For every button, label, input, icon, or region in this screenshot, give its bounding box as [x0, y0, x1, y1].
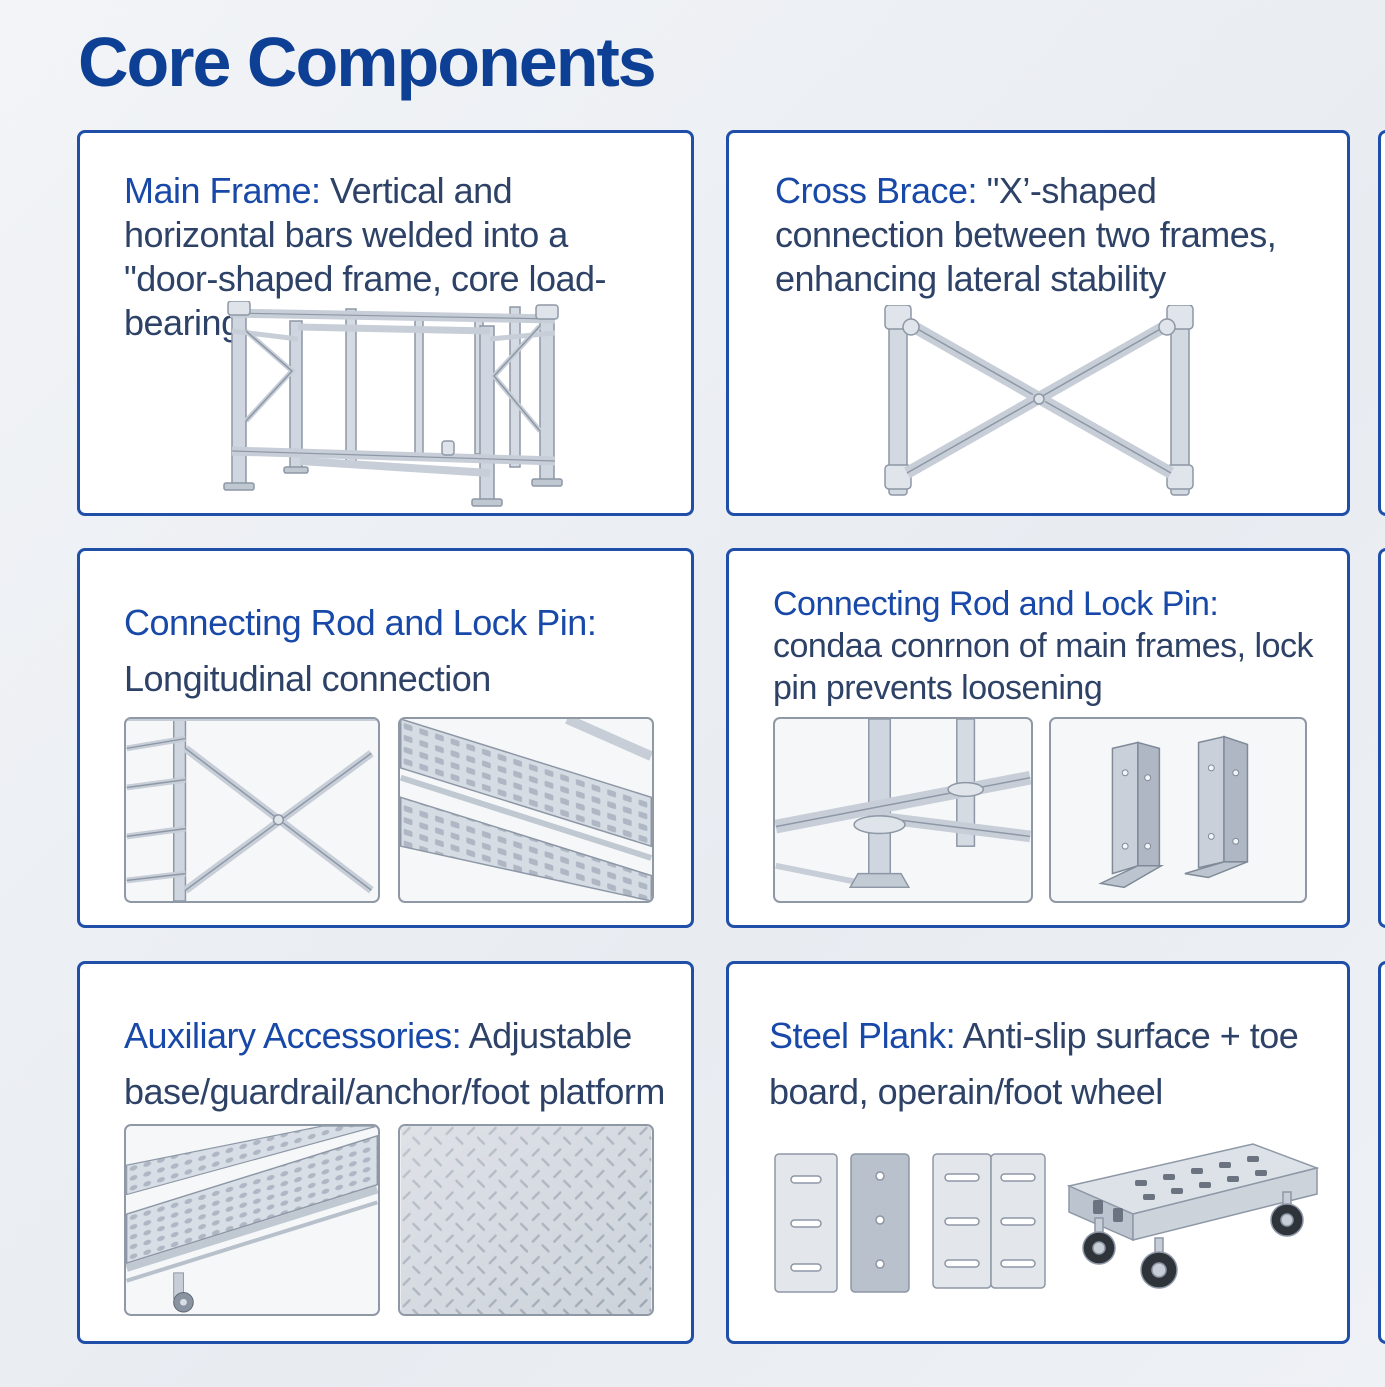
card-main-frame: Main Frame: Vertical and horizontal bars… — [77, 130, 694, 516]
card-description: Connecting Rod and Lock Pin: condaa conr… — [773, 583, 1333, 709]
card-cross-brace: Cross Brace: "X’-shaped connection betwe… — [726, 130, 1350, 516]
cross-brace-illustration — [884, 305, 1194, 496]
card-description: Connecting Rod and Lock Pin: Longitudina… — [124, 595, 669, 707]
card-auxiliary-accessories: Auxiliary Accessories: Adjustable base/g… — [77, 961, 694, 1344]
partial-card-edge — [1378, 548, 1385, 928]
card-connecting-rod-lock-pin: Connecting Rod and Lock Pin: condaa conr… — [726, 548, 1350, 928]
card-description: Cross Brace: "X’-shaped connection betwe… — [775, 169, 1335, 301]
card-description: Auxiliary Accessories: Adjustable base/g… — [124, 1008, 684, 1120]
partial-card-edge — [1378, 130, 1385, 516]
card-description: Main Frame: Vertical and horizontal bars… — [124, 169, 669, 345]
card-heading: Connecting Rod and Lock Pin: — [124, 602, 597, 643]
card-description: Steel Plank: Anti-slip surface + toe boa… — [769, 1008, 1329, 1120]
lock-pin-photo — [1049, 717, 1307, 903]
card-body-text: Anti-slip surface + toe board, operain/f… — [769, 1015, 1299, 1112]
platform-with-wheels-photo — [124, 1124, 380, 1316]
card-body-text: Vertical and horizontal bars welded into… — [124, 170, 607, 343]
scaffold-frame-photo — [124, 717, 380, 903]
card-body-text: condaa conrnon of main frames, lock pin … — [773, 627, 1314, 707]
card-heading: Main Frame: — [124, 170, 321, 211]
card-connecting-rod-longitudinal: Connecting Rod and Lock Pin: Longitudina… — [77, 548, 694, 928]
steel-plank-and-dolly-illustration — [774, 1143, 1319, 1293]
card-heading: Steel Plank: — [769, 1015, 956, 1056]
card-steel-plank: Steel Plank: Anti-slip surface + toe boa… — [726, 961, 1350, 1344]
steel-plank-photo — [398, 717, 654, 903]
card-body-text: Longitudinal connection — [124, 658, 491, 699]
card-heading: Connecting Rod and Lock Pin: — [773, 585, 1219, 623]
card-body-text: Adjustable base/guardrail/anchor/foot pl… — [124, 1015, 665, 1112]
partial-card-edge — [1378, 961, 1385, 1344]
main-frame-illustration — [223, 301, 563, 507]
card-heading: Auxiliary Accessories: — [124, 1015, 462, 1056]
card-heading: Cross Brace: — [775, 170, 978, 211]
rod-coupler-photo — [773, 717, 1033, 903]
diamond-plate-photo — [398, 1124, 654, 1316]
page-title: Core Components — [78, 23, 657, 101]
card-body-text: "X’-shaped connection between two frames… — [775, 170, 1277, 299]
